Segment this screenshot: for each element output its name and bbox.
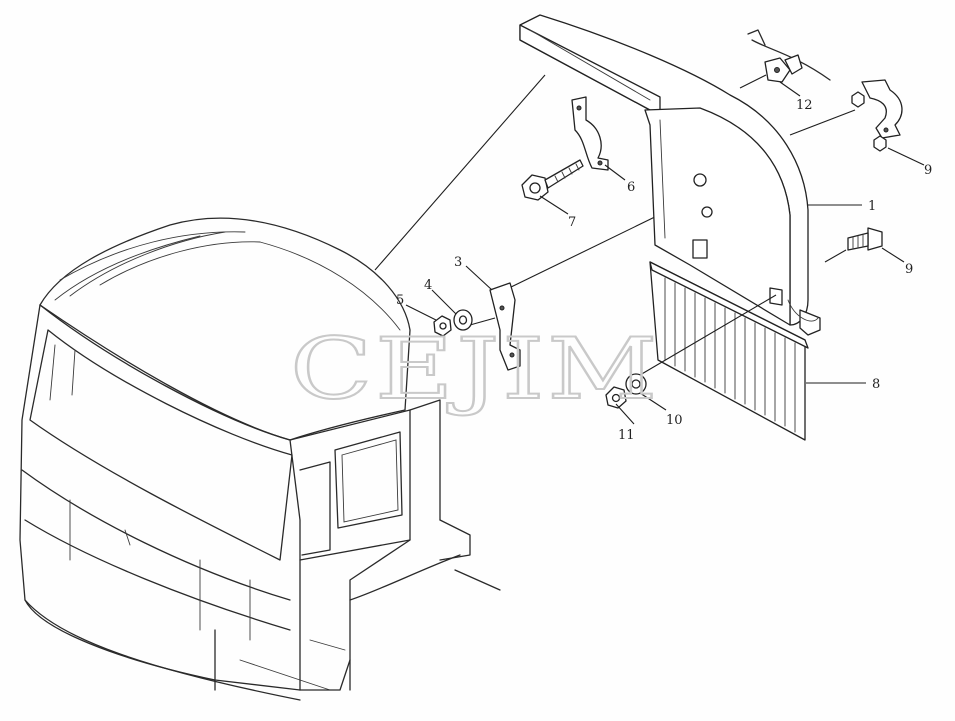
washer-10 [625,373,647,395]
nut-11 [605,386,627,409]
callout-9-top: 9 [924,163,932,178]
truck-cab [19,217,501,701]
clip-9-top [789,79,903,152]
callout-4: 4 [424,278,432,293]
callout-1: 1 [868,199,876,214]
callout-11: 11 [618,428,635,443]
cable-connector-12 [739,29,831,89]
nut-5 [433,315,452,337]
roof-deflector [519,14,821,336]
assembly-leader-top [374,74,546,271]
bolt-7 [521,159,584,201]
callout-labels: 1 3 4 5 6 7 8 9 9 10 11 12 [396,81,932,443]
callout-8: 8 [872,377,880,392]
callout-6: 6 [627,180,635,195]
callout-3: 3 [454,255,462,270]
watermark-text: CEJIM [290,320,660,418]
callout-10: 10 [666,413,683,428]
callout-9-lower: 9 [905,262,913,277]
clamp-6 [571,96,609,171]
callout-5: 5 [396,293,404,308]
grille-panel [639,261,809,441]
callout-7: 7 [568,215,576,230]
washer-4 [453,309,473,331]
callout-12: 12 [796,98,813,113]
screw-9-lower [824,227,883,263]
mounting-bracket [469,282,521,371]
